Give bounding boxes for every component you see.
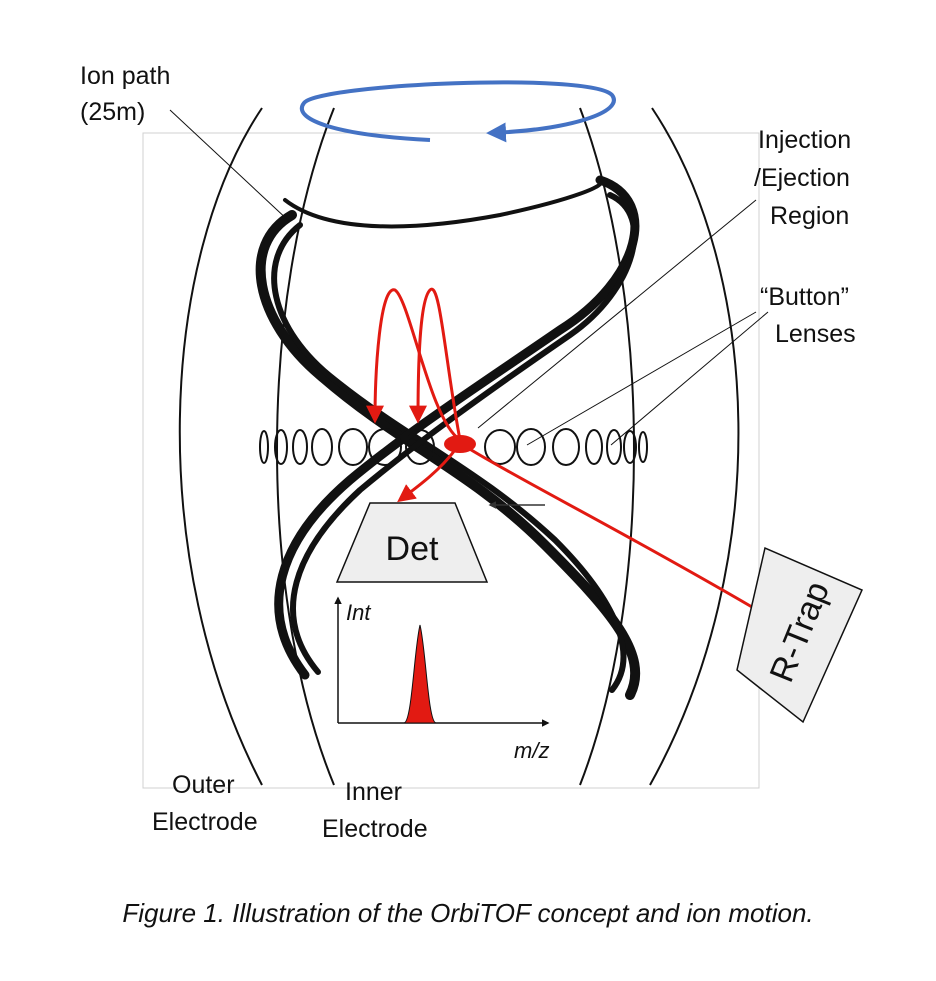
- spectrum-y-label: Int: [346, 600, 371, 625]
- rotation-arrow-icon: [300, 80, 616, 143]
- inner-electrode: [276, 107, 635, 786]
- outer-electrode-label-1: Outer: [172, 771, 235, 799]
- detector-label: Det: [386, 530, 439, 568]
- injection-label-2: /Ejection: [754, 164, 850, 192]
- button-lens-13: [623, 430, 637, 464]
- outer-electrode-label-2: Electrode: [152, 808, 258, 836]
- ion-packet: [444, 435, 476, 453]
- button-lens-11: [585, 429, 603, 465]
- ion-path-length: (25m): [80, 98, 145, 126]
- ion-trajectories: [366, 287, 753, 609]
- button-lens-1: [259, 430, 269, 464]
- detector-icon: Det: [335, 502, 489, 583]
- leader-lines: [169, 109, 769, 446]
- outer-electrode: [178, 107, 740, 786]
- button-lens-3: [292, 429, 308, 465]
- figure-caption: Figure 1. Illustration of the OrbiTOF co…: [122, 898, 813, 928]
- injection-label-1: Injection: [758, 126, 851, 154]
- button-lens-14: [638, 431, 648, 463]
- button-lens-10: [552, 428, 580, 466]
- button-lens-7: [405, 429, 435, 465]
- button-lenses: [259, 428, 648, 466]
- button-lens-4: [311, 428, 333, 466]
- button-lens-2: [274, 429, 288, 465]
- button-lens-5: [338, 428, 368, 466]
- diagram-frame: [142, 132, 760, 789]
- button-lenses-label-1: “Button”: [760, 283, 849, 311]
- injection-label-3: Region: [770, 202, 849, 230]
- spectrum-peak: [403, 624, 437, 724]
- button-lens-8: [484, 429, 516, 465]
- button-lens-12: [606, 429, 622, 465]
- spectrum-x-label: m/z: [514, 738, 549, 763]
- ion-path-loops: [255, 175, 641, 700]
- button-lenses-label-2: Lenses: [775, 320, 856, 348]
- button-lens-6: [368, 428, 402, 466]
- spectrum-inset: Int m/z: [334, 596, 550, 763]
- rtrap-icon: R-Trap: [736, 546, 863, 724]
- inner-electrode-label-2: Electrode: [322, 815, 428, 843]
- button-lens-9: [516, 428, 546, 466]
- inner-electrode-label-1: Inner: [345, 778, 402, 806]
- ion-path-label: Ion path: [80, 62, 170, 90]
